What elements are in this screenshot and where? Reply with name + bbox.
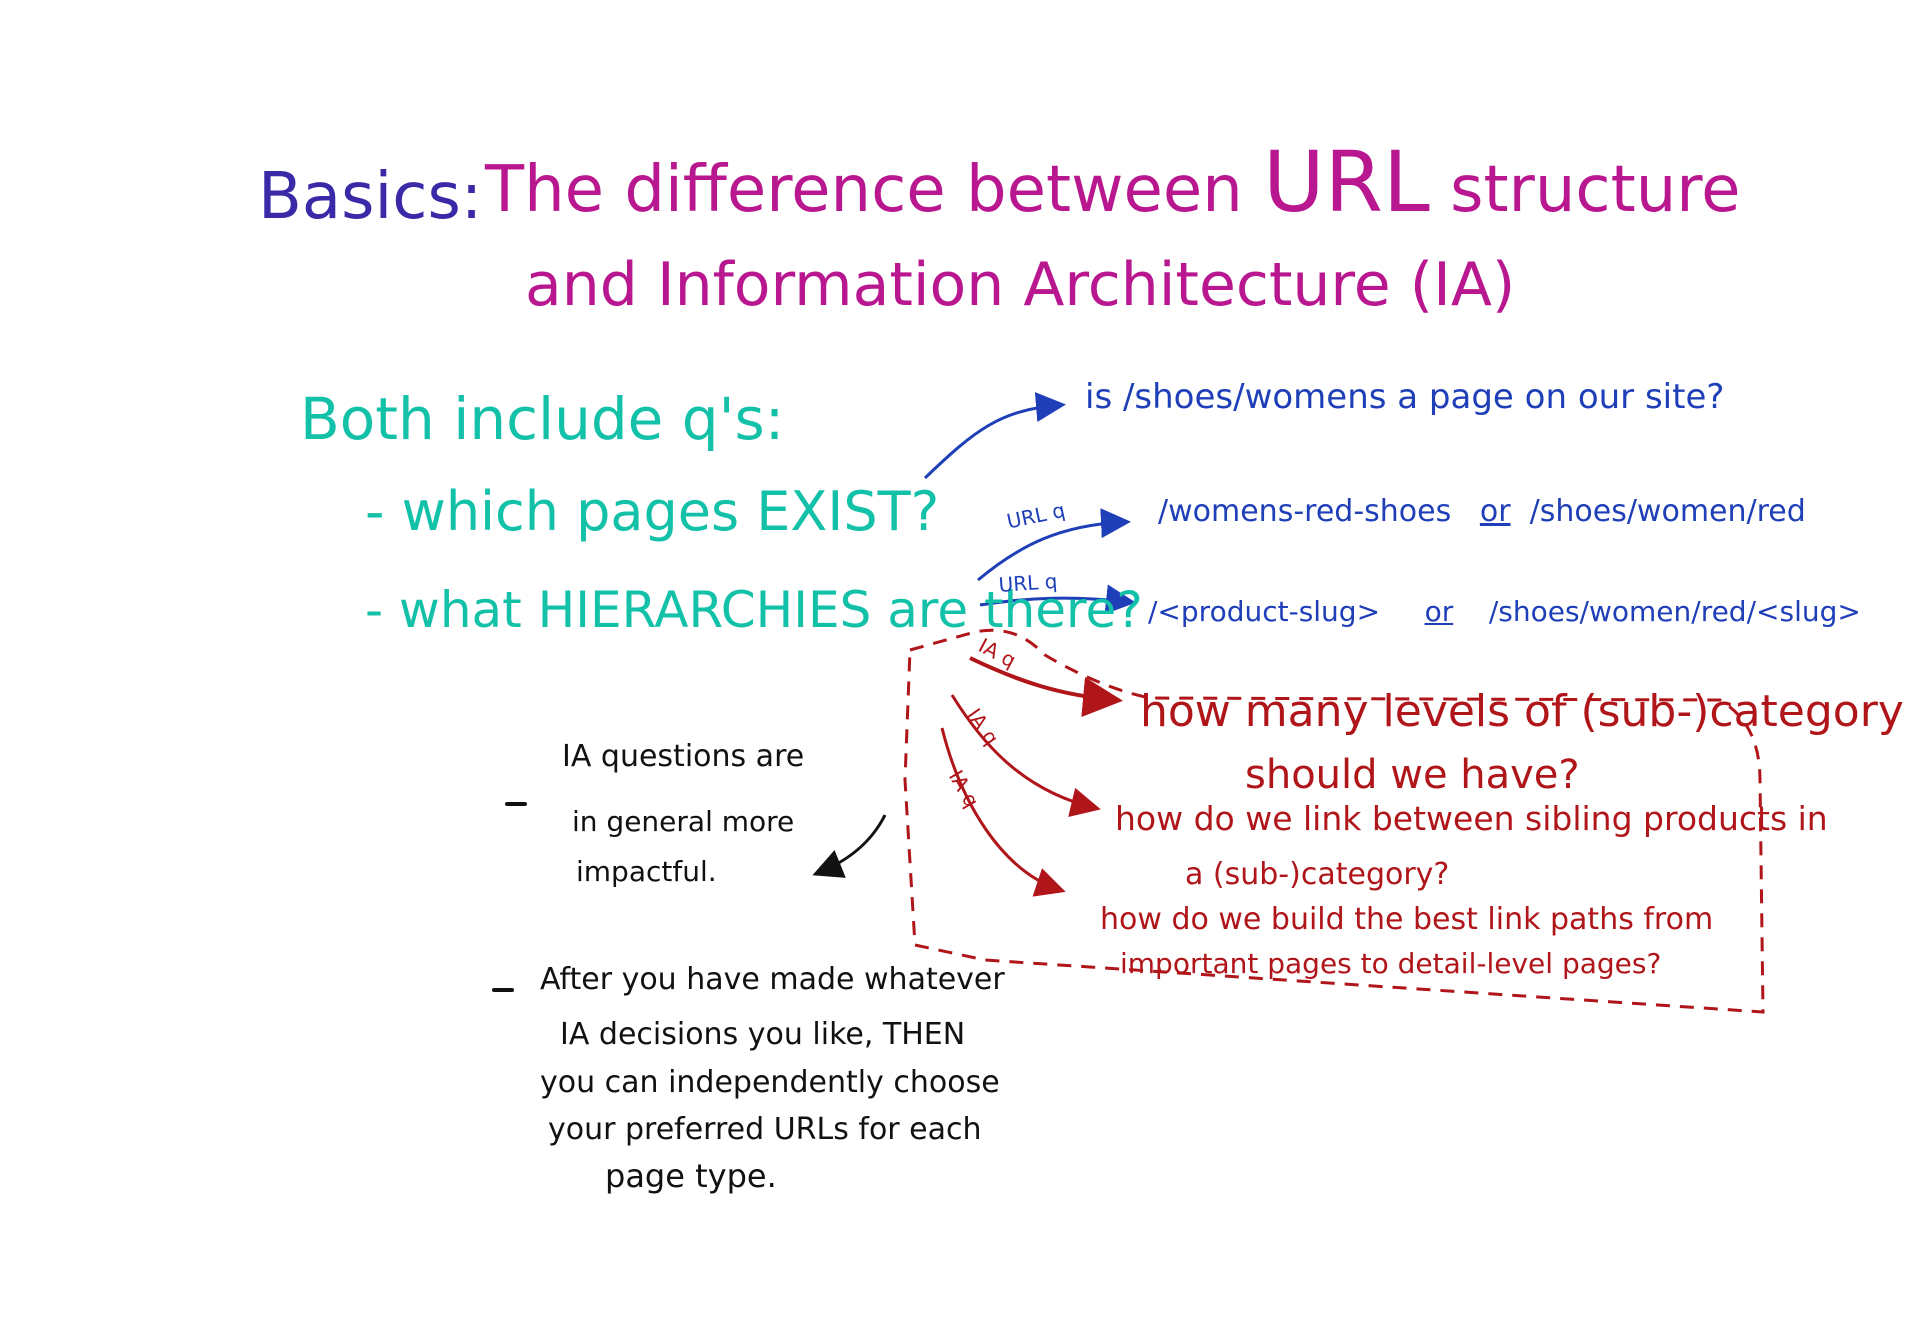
arrow-ia-levels	[969, 656, 1123, 718]
note-2-bullet	[492, 988, 514, 992]
ia-question-paths-line-1: how do we build the best link paths from	[1100, 902, 1714, 937]
url-option-2b: /shoes/women/red/<slug>	[1488, 595, 1861, 628]
title-line-2: and Information Architecture (IA)	[525, 250, 1516, 320]
intro-heading: Both include q's:	[300, 385, 785, 453]
intro-item-exist: - which pages EXIST?	[365, 480, 940, 543]
ia-question-siblings-line-1: how do we link between sibling products …	[1115, 799, 1828, 838]
title-prefix: Basics:	[258, 160, 483, 234]
url-option-1a: /womens-red-shoes	[1158, 494, 1452, 529]
ia-question-levels-line-1: how many levels of (sub-)category	[1140, 686, 1904, 737]
url-or-2: or	[1424, 595, 1454, 628]
url-option-line-2: /<product-slug> or /shoes/women/red/<slu…	[1148, 598, 1861, 626]
arrow-exist-to-page	[923, 392, 1066, 480]
note-2-line-3: you can independently choose	[540, 1065, 1000, 1100]
note-1-bullet	[505, 802, 527, 806]
note-1-line-3: impactful.	[576, 855, 717, 888]
ia-question-siblings-line-2: a (sub-)category?	[1185, 857, 1450, 892]
intro-item-hierarchies: - what HIERARCHIES are there?	[365, 581, 1143, 639]
exist-question: is /shoes/womens a page on our site?	[1085, 377, 1725, 417]
note-2-line-4: your preferred URLs for each	[548, 1112, 982, 1147]
ia-dashed-boundary	[903, 628, 1765, 1014]
title-line-1-after: structure	[1429, 153, 1741, 227]
url-option-2a: /<product-slug>	[1148, 595, 1381, 628]
title-url-word: URL	[1263, 133, 1430, 231]
title-line-1: The difference between URL structure	[485, 140, 1741, 224]
url-or-1: or	[1479, 494, 1511, 529]
url-option-line-1: /womens-red-shoes or /shoes/women/red	[1158, 497, 1806, 527]
note-2-line-1: After you have made whatever	[540, 962, 1005, 997]
note-2-line-2: IA decisions you like, THEN	[560, 1017, 966, 1052]
arrow-ia-paths	[940, 727, 1066, 897]
url-option-1b: /shoes/women/red	[1529, 494, 1806, 529]
ia-question-levels-line-2: should we have?	[1245, 752, 1580, 798]
arrow-hierarchy-url-2	[979, 584, 1136, 615]
note-1-line-2: in general more	[572, 805, 795, 838]
note-2-line-5: page type.	[605, 1157, 777, 1195]
note-1-line-1: IA questions are	[562, 739, 805, 774]
url-q-label-2: URL q	[997, 568, 1059, 597]
arrow-ia-siblings	[950, 694, 1101, 817]
ia-question-paths-line-2: important pages to detail-level pages?	[1120, 947, 1662, 980]
arrow-ia-note	[812, 814, 887, 878]
arrow-hierarchy-url-1	[977, 508, 1131, 582]
title-line-1-before: The difference between	[485, 153, 1264, 227]
